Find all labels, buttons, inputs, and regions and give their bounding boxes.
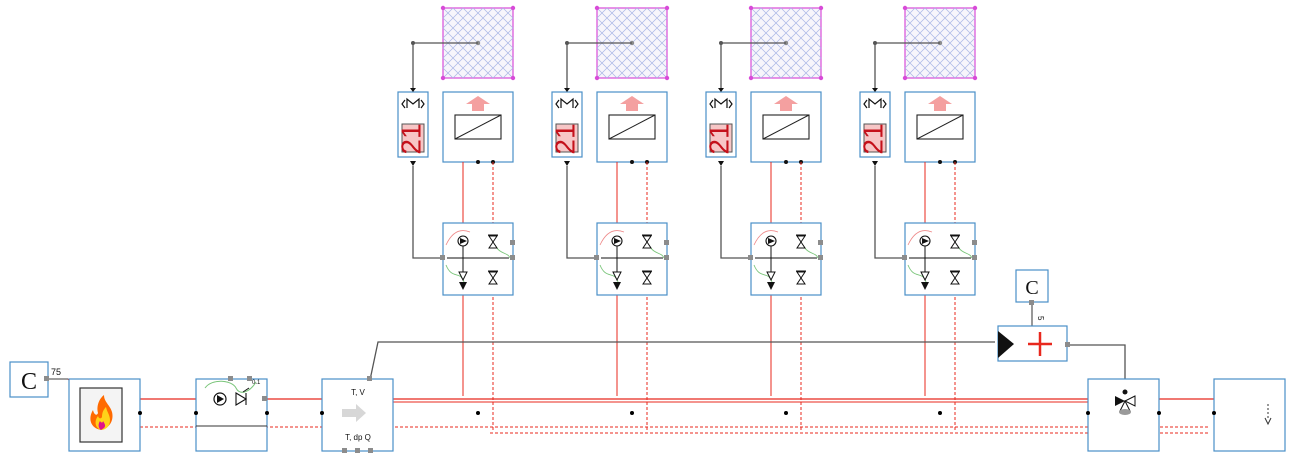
pump-icon xyxy=(213,392,227,406)
main-pipes xyxy=(125,398,1253,434)
boiler-block[interactable] xyxy=(68,378,142,452)
return-block[interactable] xyxy=(1212,378,1286,452)
mixer-constant-symbol: C xyxy=(1025,277,1038,299)
zone-controller-block[interactable]: 21 xyxy=(395,88,429,166)
check-valve-icon xyxy=(235,387,250,406)
adder-block[interactable] xyxy=(997,325,1070,362)
plus-icon xyxy=(1028,332,1052,356)
signal-line-valve xyxy=(1067,344,1126,385)
zone-controller-block[interactable]: 21 xyxy=(703,88,737,166)
pump-icon xyxy=(457,235,469,247)
zone-controller-block[interactable]: 21 xyxy=(549,88,583,166)
zone-counter-value: 21 xyxy=(857,123,888,154)
pump-icon xyxy=(765,235,777,247)
zone-1: 21 xyxy=(395,5,516,430)
three-way-valve-icon xyxy=(1115,395,1136,415)
flame-icon xyxy=(90,395,113,430)
zone-counter-value: 21 xyxy=(549,123,580,154)
signal-line-mixer xyxy=(369,341,995,381)
zone-counter-value: 21 xyxy=(703,123,734,154)
zone-controller-block[interactable]: 21 xyxy=(857,88,891,166)
meter-bottom-label: T, dp Q xyxy=(345,433,371,442)
pump-block[interactable]: 0.1 xyxy=(194,376,269,452)
hydraulic-module-block[interactable] xyxy=(902,222,977,296)
return-frame xyxy=(1213,378,1286,452)
source-constant-frame xyxy=(9,361,49,398)
check-valve-setting: 0.1 xyxy=(252,380,261,386)
main-junctions xyxy=(476,411,942,415)
return-arrow-icon xyxy=(1264,404,1272,426)
pump-icon xyxy=(611,235,623,247)
zone-2: 21 xyxy=(549,5,670,430)
radiator-block[interactable] xyxy=(904,91,976,164)
mixer-value: 5 xyxy=(1036,316,1045,321)
source-constant-symbol: C xyxy=(21,369,37,395)
room-zone-icon[interactable] xyxy=(440,5,516,81)
hydraulic-module-block[interactable] xyxy=(748,222,823,296)
zone-4: 21 xyxy=(857,5,978,430)
radiator-block[interactable] xyxy=(596,91,668,164)
mixer-constant-block[interactable]: C 5 xyxy=(1015,269,1049,327)
hydraulic-module-block[interactable] xyxy=(594,222,669,296)
radiator-block[interactable] xyxy=(442,91,514,164)
pump-icon xyxy=(919,235,931,247)
radiator-block[interactable] xyxy=(750,91,822,164)
meter-block[interactable]: T, V T, dp Q xyxy=(320,376,394,453)
zones: 21 21 21 21 xyxy=(395,5,978,430)
flow-arrow-icon xyxy=(342,404,366,422)
hydraulic-module-block[interactable] xyxy=(440,222,515,296)
meter-top-label: T, V xyxy=(351,388,365,397)
source-constant-block[interactable]: C 75 xyxy=(9,361,78,398)
source-value: 75 xyxy=(51,367,61,377)
mixing-valve-frame xyxy=(1087,378,1160,452)
zone-counter-value: 21 xyxy=(395,123,426,154)
pump-frame xyxy=(195,378,268,452)
zone-3: 21 xyxy=(703,5,824,430)
mixing-valve-block[interactable] xyxy=(1086,378,1161,452)
